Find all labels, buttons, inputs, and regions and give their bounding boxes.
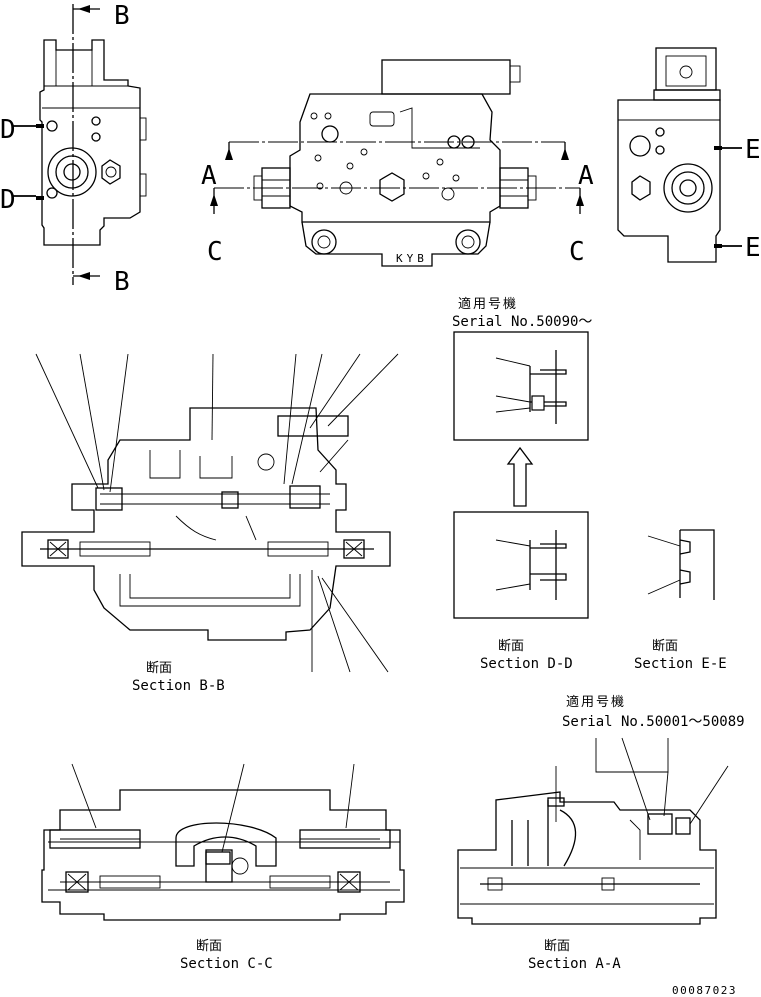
section-marker-b-top: B xyxy=(114,1,130,31)
section-bb-drawing xyxy=(21,407,391,641)
applicability-new-serial: Serial No.50090～ xyxy=(452,314,592,330)
section-line-b xyxy=(72,4,100,285)
section-line-d xyxy=(12,125,36,197)
section-marker-a-right: A xyxy=(578,161,594,191)
section-cc-drawing xyxy=(41,789,405,921)
section-marker-c-left: C xyxy=(207,237,223,267)
section-ee-caption-en: Section E-E xyxy=(634,656,727,672)
section-dd-caption-en: Section D-D xyxy=(480,656,573,672)
applicability-old-jp: 適用号機 xyxy=(566,694,626,710)
section-cc-leader-lines xyxy=(71,763,355,853)
section-ee-drawing xyxy=(647,529,715,600)
applicability-old-serial: Serial No.50001～50089 xyxy=(562,714,745,730)
center-front-view xyxy=(253,59,537,267)
section-bb-caption-jp: 断面 xyxy=(146,661,172,676)
section-cc-caption-jp: 断面 xyxy=(196,939,222,954)
section-marker-a-left: A xyxy=(201,161,217,191)
drawing-number: 00087023 xyxy=(672,984,737,997)
transition-arrow xyxy=(506,446,534,507)
section-marker-d-upper: D xyxy=(0,115,16,145)
section-marker-e-lower: E xyxy=(745,233,761,263)
section-marker-b-bottom: B xyxy=(114,267,130,297)
left-side-view xyxy=(36,39,147,246)
detail-old-serial xyxy=(453,511,589,619)
casting-mark: KYB xyxy=(396,252,428,265)
section-line-c xyxy=(210,187,584,214)
section-dd-caption-jp: 断面 xyxy=(498,639,524,654)
section-aa-drawing xyxy=(457,791,717,925)
section-bb-caption-en: Section B-B xyxy=(132,678,225,694)
section-aa-caption-jp: 断面 xyxy=(544,939,570,954)
section-aa-caption-en: Section A-A xyxy=(528,956,621,972)
section-ee-caption-jp: 断面 xyxy=(652,639,678,654)
section-marker-e-upper: E xyxy=(745,135,761,165)
detail-new-serial xyxy=(453,331,589,441)
right-side-view xyxy=(617,47,722,263)
applicability-new-jp: 適用号機 xyxy=(458,296,518,312)
section-cc-caption-en: Section C-C xyxy=(180,956,273,972)
section-line-a xyxy=(225,141,569,160)
section-aa-leader-lines xyxy=(555,737,729,825)
section-line-e xyxy=(722,147,742,247)
section-marker-d-lower: D xyxy=(0,185,16,215)
section-bb-leader-lines xyxy=(35,353,399,673)
section-marker-c-right: C xyxy=(569,237,585,267)
